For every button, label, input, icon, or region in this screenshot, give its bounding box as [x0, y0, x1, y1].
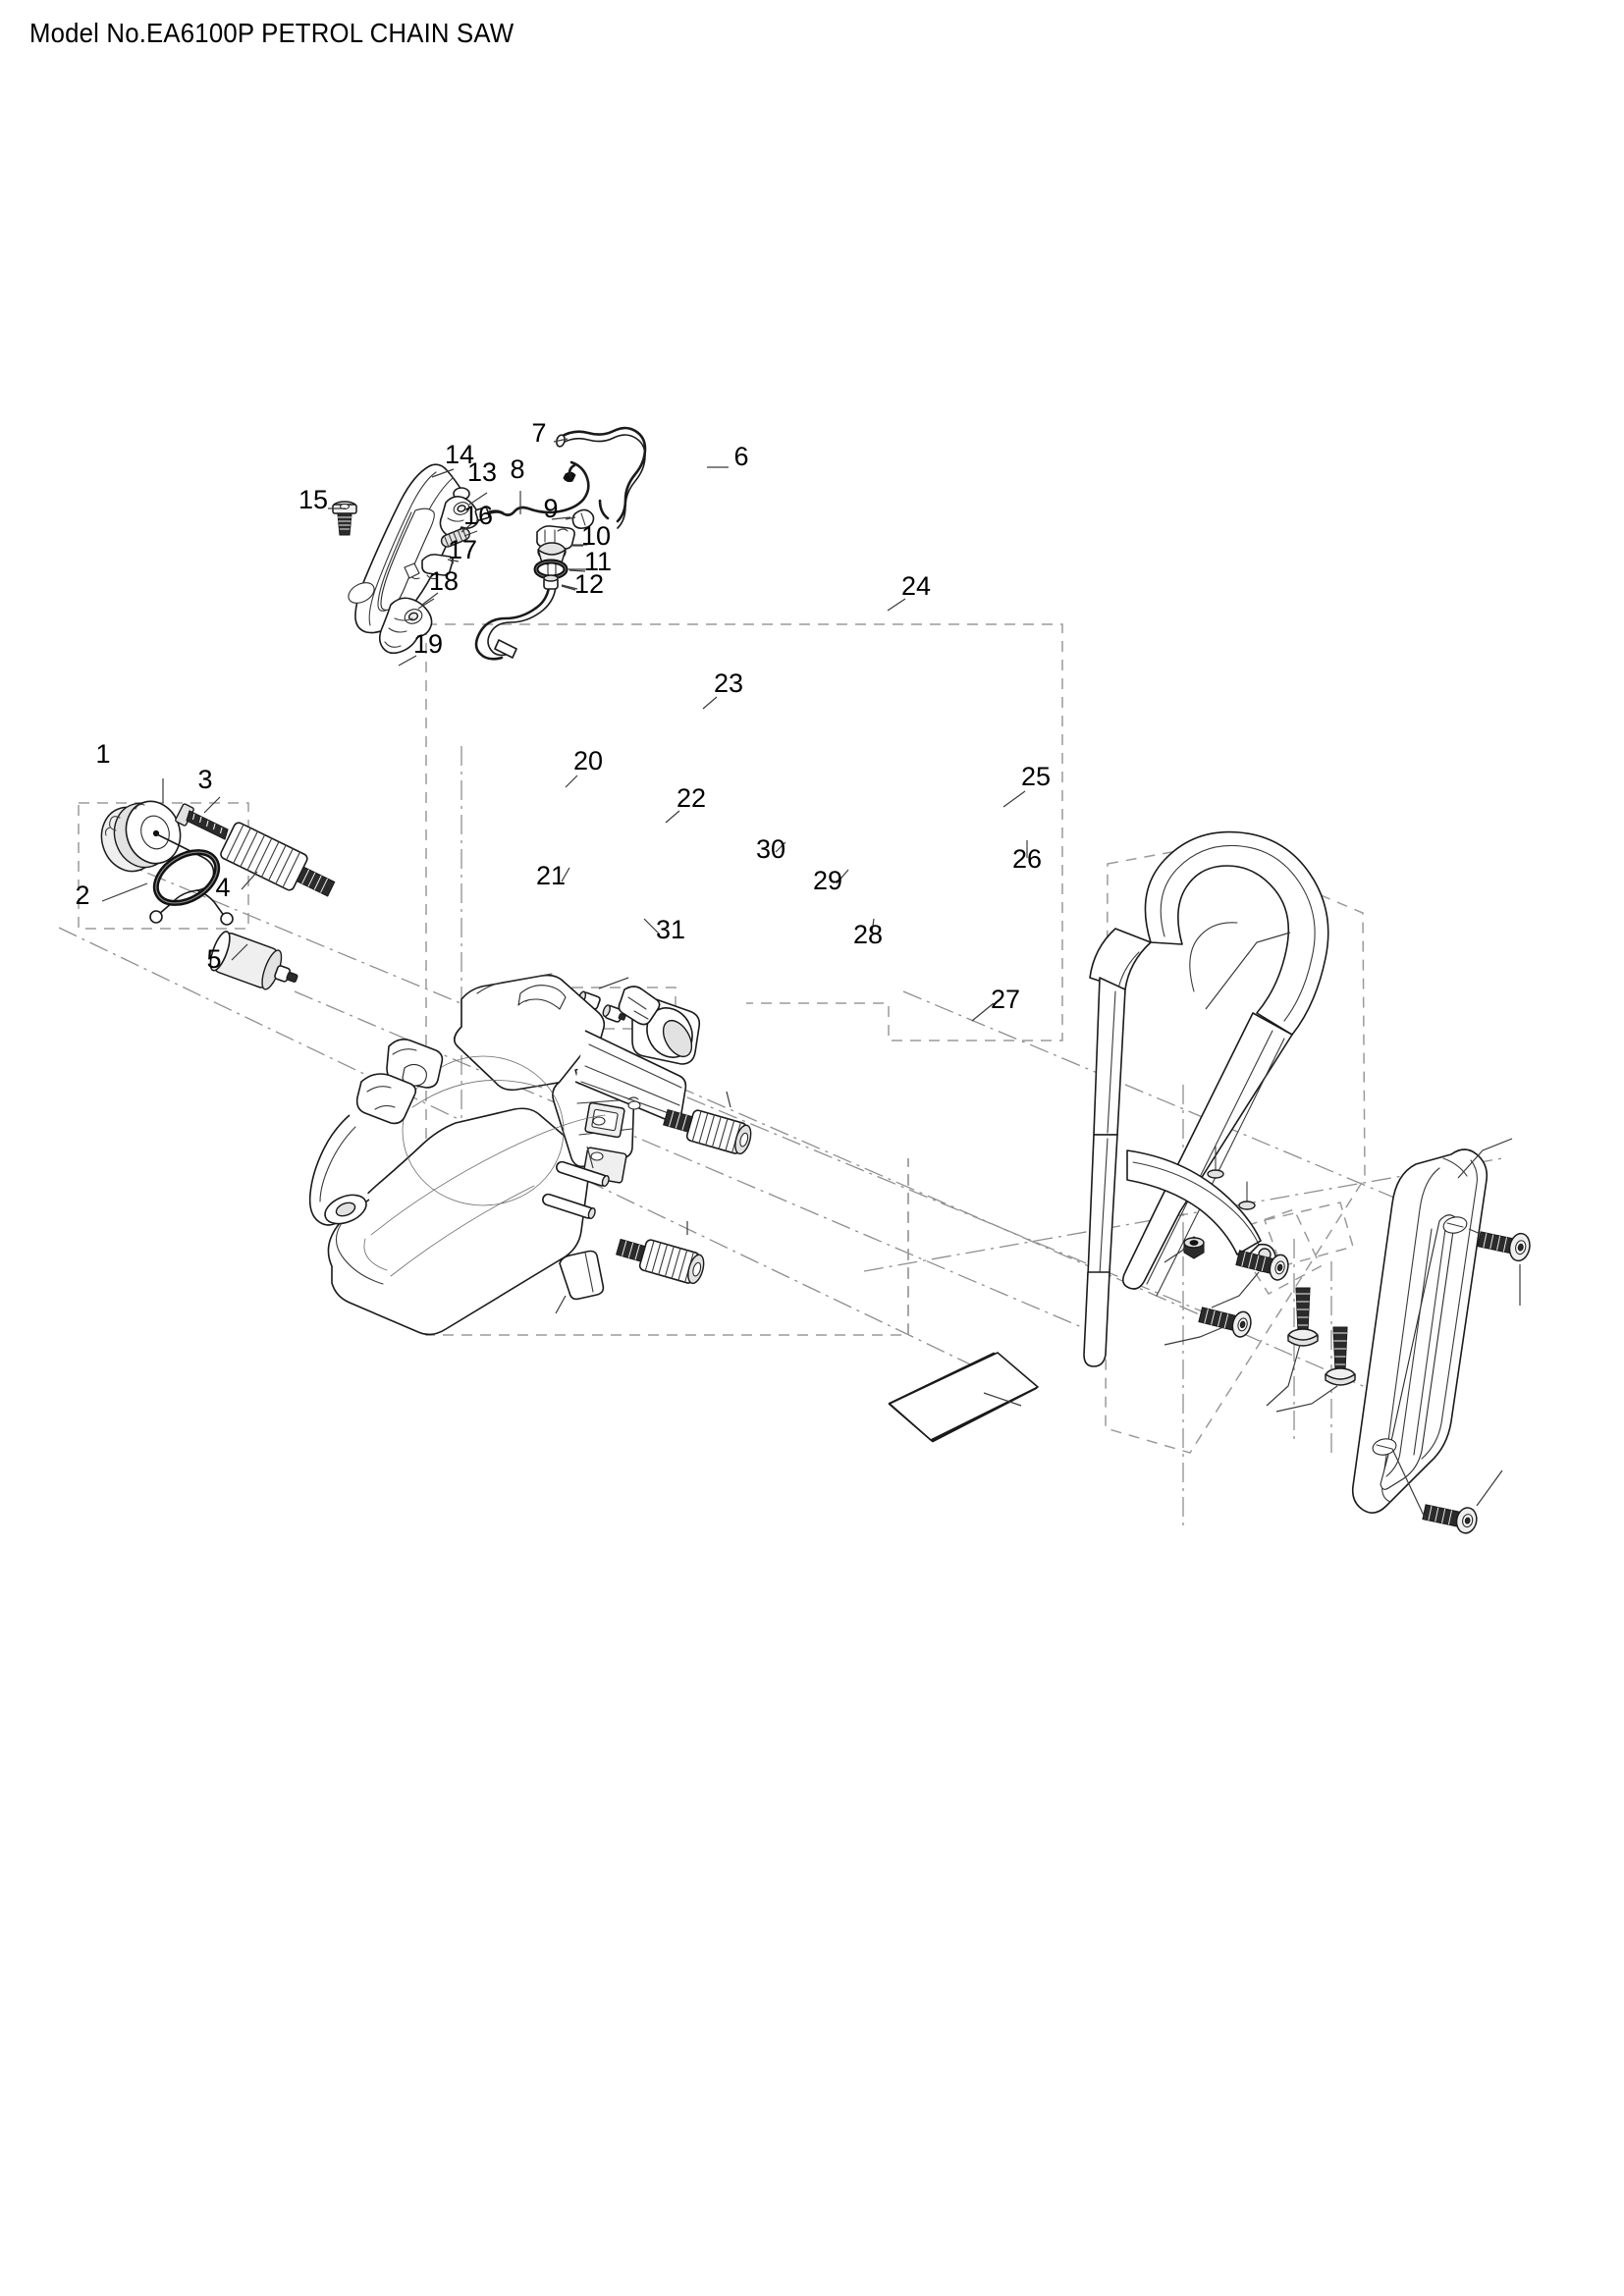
callout-number-18[interactable]: 18 — [429, 566, 459, 596]
part-27-tapping-screw — [1391, 1448, 1503, 1534]
callout-number-2[interactable]: 2 — [75, 881, 89, 910]
callout-number-9[interactable]: 9 — [543, 494, 558, 523]
part-12-oil-hose — [474, 574, 578, 661]
part-8-lead-wire — [474, 460, 590, 521]
group-box-6 — [426, 623, 1063, 1041]
callout-number-24[interactable]: 24 — [901, 571, 931, 601]
part-5-fuel-filter — [209, 931, 298, 990]
part-23-spring — [663, 1091, 752, 1155]
group-box-29 — [1227, 1208, 1322, 1295]
part-20-pins — [542, 1146, 610, 1220]
part-3-screw — [175, 803, 229, 840]
part-4-spring-boot — [220, 822, 336, 897]
group-box-28 — [1264, 1201, 1354, 1267]
part-7-fuel-hose — [556, 426, 647, 529]
callout-number-10[interactable]: 10 — [581, 521, 611, 551]
callout-number-25[interactable]: 25 — [1021, 762, 1051, 791]
callout-number-11[interactable]: 11 — [584, 547, 612, 576]
callout-number-17[interactable]: 17 — [448, 535, 477, 564]
part-17-throttle-rod — [404, 554, 455, 580]
part-24-front-handle-bar — [1083, 830, 1329, 1367]
callout-number-1[interactable]: 1 — [95, 739, 110, 769]
part-28-screws — [1266, 1287, 1356, 1413]
callout-number-8[interactable]: 8 — [510, 454, 524, 484]
callout-number-30[interactable]: 30 — [756, 834, 785, 864]
callout-number-28[interactable]: 28 — [853, 920, 883, 949]
part-22-spring — [616, 1221, 705, 1285]
part-9-hose-joint — [551, 508, 595, 529]
part-25-rear-handle-grip — [1351, 1138, 1513, 1514]
part-10-oil-pump-valve — [536, 525, 587, 576]
leader-lines — [101, 438, 1028, 1022]
part-16-spring — [440, 522, 473, 548]
part-21-rubber-pad — [555, 1250, 605, 1314]
main-housing-body — [308, 973, 701, 1336]
callout-number-14[interactable]: 14 — [445, 440, 474, 469]
callout-number-31[interactable]: 31 — [656, 915, 685, 944]
callout-number-21[interactable]: 21 — [536, 861, 566, 890]
callout-number-22[interactable]: 22 — [677, 783, 706, 813]
callout-number-27[interactable]: 27 — [991, 985, 1020, 1014]
callout-number-12[interactable]: 12 — [574, 569, 604, 599]
callout-number-7[interactable]: 7 — [531, 418, 546, 448]
callout-number-3[interactable]: 3 — [197, 765, 212, 794]
part-1-fuel-cap — [100, 800, 234, 926]
callout-numbers: 1234567891011121314151617181920212223242… — [75, 418, 1051, 1014]
page-title: Model No.EA6100P PETROL CHAIN SAW — [29, 18, 514, 48]
part-29-socket-bolts — [1164, 1250, 1289, 1346]
part-26-socket-bolt — [1468, 1228, 1531, 1306]
callout-number-13[interactable]: 13 — [467, 457, 497, 487]
callout-number-23[interactable]: 23 — [714, 668, 743, 698]
callout-number-26[interactable]: 26 — [1012, 844, 1042, 874]
callout-number-6[interactable]: 6 — [733, 442, 748, 471]
callout-number-5[interactable]: 5 — [206, 944, 221, 974]
part-15-tapping-screw — [332, 501, 357, 536]
callout-number-19[interactable]: 19 — [413, 629, 443, 659]
part-18-throttle-lever — [378, 597, 435, 655]
group-boxes — [78, 623, 1366, 1454]
group-box-body — [425, 624, 909, 1336]
part-30-nut — [1164, 1236, 1205, 1263]
callout-number-4[interactable]: 4 — [215, 873, 230, 902]
callout-number-20[interactable]: 20 — [573, 746, 603, 775]
callout-number-15[interactable]: 15 — [298, 485, 328, 514]
callout-number-16[interactable]: 16 — [463, 501, 493, 530]
part-31-caution-label — [888, 1352, 1039, 1443]
callout-number-29[interactable]: 29 — [813, 866, 842, 895]
